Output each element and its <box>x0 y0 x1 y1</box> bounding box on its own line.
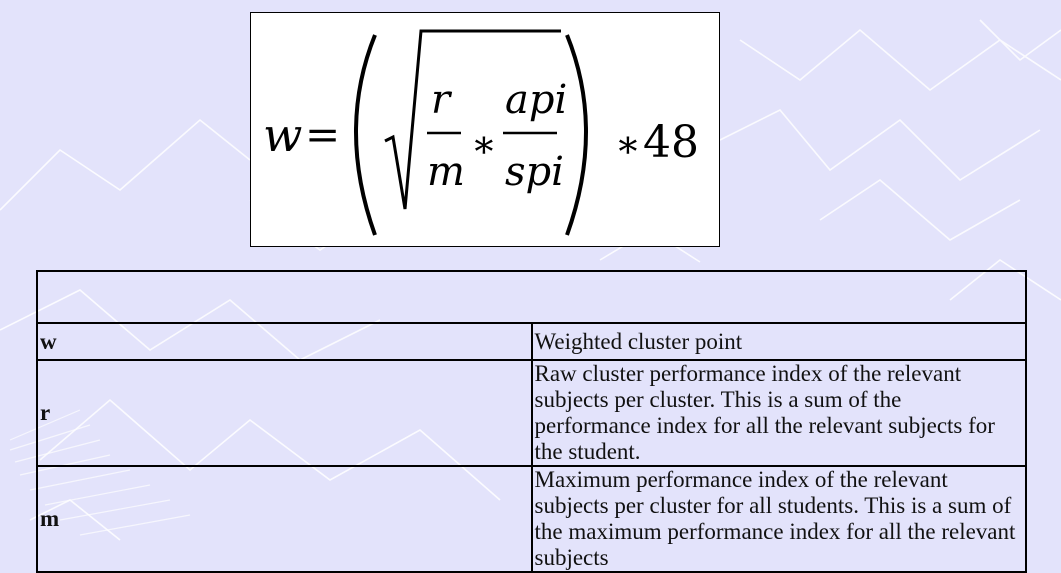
table-row: w Weighted cluster point <box>36 322 1027 361</box>
left-parenthesis <box>354 34 377 236</box>
formula-multiplier: 48 <box>643 117 699 168</box>
multiply-sign-1: ∗ <box>471 122 497 166</box>
symbol-cell: m <box>36 465 533 573</box>
table-row: r Raw cluster performance index of the r… <box>36 359 1027 467</box>
formula-equals: = <box>305 110 340 159</box>
square-root-sign <box>384 29 561 210</box>
definition-cell: Weighted cluster point <box>530 322 1027 361</box>
weighted-cluster-formula: w = r m ∗ api spi ∗ 48 <box>263 29 699 236</box>
definition-cell: Maximum performance index of the relevan… <box>530 465 1027 573</box>
table-row: m Maximum performance index of the relev… <box>36 465 1027 573</box>
fraction1-denominator: m <box>427 149 465 195</box>
fraction2-numerator: api <box>505 77 567 123</box>
right-parenthesis <box>565 34 588 236</box>
fraction1-numerator: r <box>431 77 453 123</box>
symbol-cell: r <box>36 359 533 467</box>
formula-lhs: w <box>263 108 302 162</box>
definition-cell: Raw cluster performance index of the rel… <box>530 359 1027 467</box>
variable-definition-table: w Weighted cluster point r Raw cluster p… <box>36 270 1027 573</box>
table-header-row <box>36 270 1027 324</box>
multiply-sign-2: ∗ <box>615 122 641 166</box>
symbol-cell: w <box>36 322 533 361</box>
table-header-cell <box>36 270 1027 324</box>
formula-image: w = r m ∗ api spi ∗ 48 <box>250 12 720 247</box>
fraction2-denominator: spi <box>505 149 564 195</box>
